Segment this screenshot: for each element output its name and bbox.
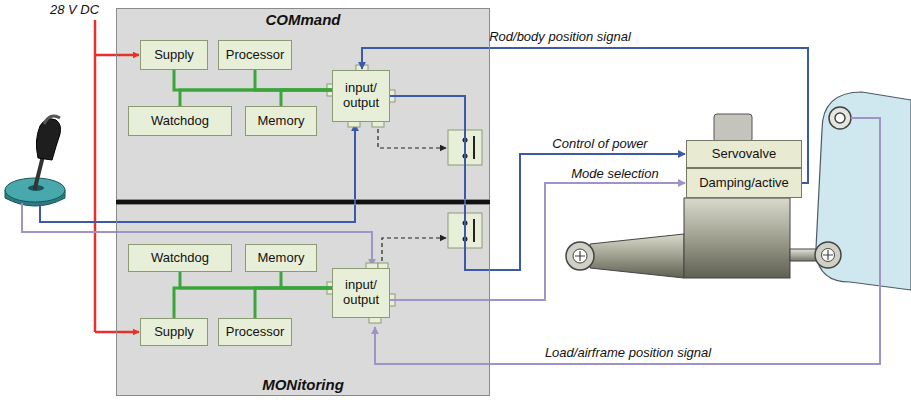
pilot-command-wire [40, 124, 355, 222]
power-wire [95, 54, 139, 57]
data-bus [255, 288, 332, 318]
lane-title: COMmand [266, 11, 341, 28]
actuator-body [590, 234, 684, 278]
signal-line [390, 183, 685, 300]
computer-lane: MONitoring Watchdog MemorySupply Processor i… [116, 204, 490, 396]
function-box: input/ output [332, 70, 390, 122]
lane-ground [116, 8, 490, 200]
box-label: Memory [258, 114, 305, 129]
function-box: Watchdog [128, 244, 232, 272]
function-box: Memory [245, 106, 317, 136]
data-bus [255, 70, 332, 90]
connector-group [174, 48, 808, 318]
data-bus [174, 288, 332, 318]
function-box: Processor [218, 40, 292, 70]
switch-control-line [378, 122, 446, 148]
rod-eye [815, 242, 841, 268]
lane-ground [116, 8, 490, 396]
airframe-pivot [835, 113, 845, 123]
switch-contact [473, 136, 475, 159]
box-label: Watchdog [151, 251, 209, 266]
box-label: input/ output [337, 278, 385, 308]
supply-label: 28 V DC [50, 2, 99, 17]
airframe-structure [816, 92, 911, 290]
signal-label: Mode selection [571, 166, 658, 181]
box-label: Servovalve [712, 147, 776, 162]
switch-control-line [382, 238, 446, 268]
data-bus [281, 272, 332, 288]
actuator-block: Servovalve [686, 140, 802, 168]
box-label: Supply [154, 48, 194, 63]
data-bus [180, 90, 332, 106]
actuator-cap [714, 114, 752, 142]
signal-line [362, 48, 808, 183]
data-bus [281, 90, 332, 106]
function-box: input/ output [332, 268, 390, 318]
box-label: Supply [154, 325, 194, 340]
signal-label: Control of power [552, 136, 647, 151]
box-label: Processor [226, 48, 285, 63]
power-wire [95, 20, 139, 332]
lane-title: MONitoring [262, 376, 344, 393]
rod-eye [566, 242, 594, 270]
airframe-pivot [829, 107, 851, 129]
box-label: input/ output [337, 81, 385, 111]
box-label: Damping/active [699, 176, 789, 191]
signal-label: Load/airframe position signal [545, 345, 711, 360]
signal-label: Rod/body position signal [489, 29, 631, 44]
connector-tab [327, 65, 395, 323]
pilot-command-wire [22, 203, 372, 266]
box-label: Watchdog [151, 114, 209, 129]
function-box: Memory [245, 244, 317, 272]
rod-eye [823, 250, 833, 260]
joystick-icon [5, 116, 65, 206]
function-box: Supply [140, 318, 208, 346]
computer-lane: COMmandSupply ProcessorWatchdog Memory inpu… [116, 8, 490, 200]
joystick-grip [36, 119, 60, 160]
box-label: Processor [226, 325, 285, 340]
switch-contact [473, 219, 475, 242]
joystick-trigger [44, 116, 60, 124]
actuator-block: Damping/active [686, 168, 802, 198]
data-bus [174, 70, 332, 90]
actuator-cylinder [684, 198, 790, 278]
rod-eye [573, 249, 587, 263]
data-bus [180, 272, 332, 288]
function-box: Supply [140, 40, 208, 70]
box-label: Memory [258, 251, 305, 266]
function-box: Processor [218, 318, 292, 346]
function-box: Watchdog [128, 106, 232, 136]
power-wire [95, 331, 139, 334]
power-wire [94, 20, 97, 332]
rod-eye [575, 251, 585, 261]
rod-eye [822, 249, 835, 262]
